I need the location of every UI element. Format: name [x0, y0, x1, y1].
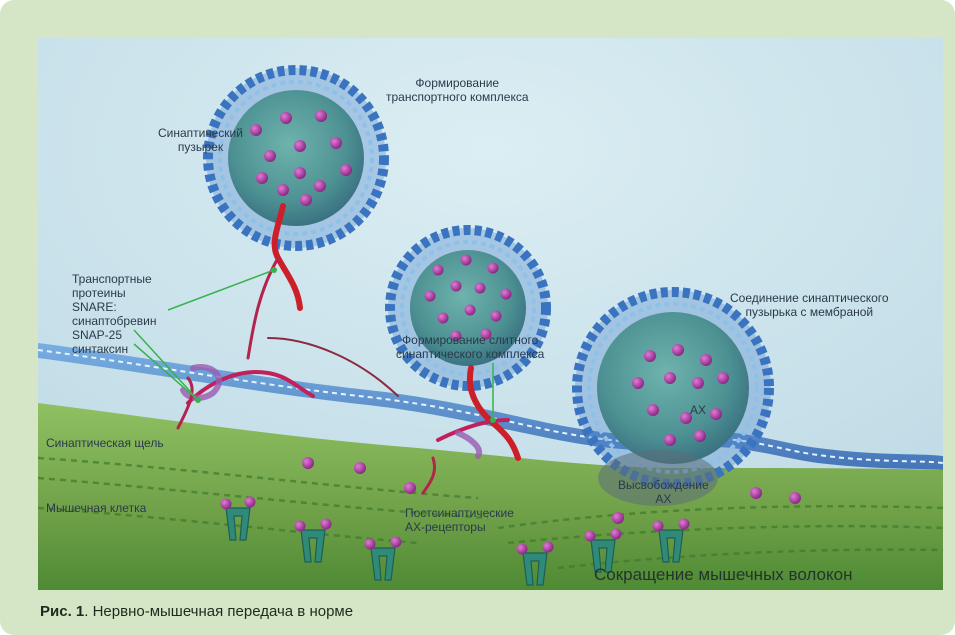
label-postsynaptic-receptors: Постсинаптические АХ-рецепторы [405, 506, 514, 534]
synapse-illustration: Синаптический пузырек Формирование транс… [38, 38, 943, 590]
caption-label: Рис. 1 [40, 603, 84, 620]
label-ach-inside: АХ [690, 403, 706, 417]
label-muscle-contraction: Сокращение мышечных волокон [594, 565, 852, 585]
label-transport-complex: Формирование транспортного комплекса [386, 76, 529, 104]
label-fused-complex: Формирование слитного синаптического ком… [396, 333, 544, 361]
figure-caption: Рис. 1. Нервно-мышечная передача в норме [40, 603, 353, 620]
label-vesicle: Синаптический пузырек [158, 126, 243, 154]
caption-text: . Нервно-мышечная передача в норме [84, 603, 353, 620]
label-synaptic-cleft: Синаптическая щель [46, 436, 164, 450]
synaptic-vesicle-1 [206, 68, 386, 248]
label-vesicle-fusion: Соединение синаптического пузырька с мем… [730, 291, 889, 319]
label-ach-release: Высвобождение АХ [618, 478, 709, 506]
label-snare-proteins: Транспортные протеины SNARE: синаптобрев… [72, 272, 156, 356]
label-muscle-cell: Мышечная клетка [46, 501, 146, 515]
